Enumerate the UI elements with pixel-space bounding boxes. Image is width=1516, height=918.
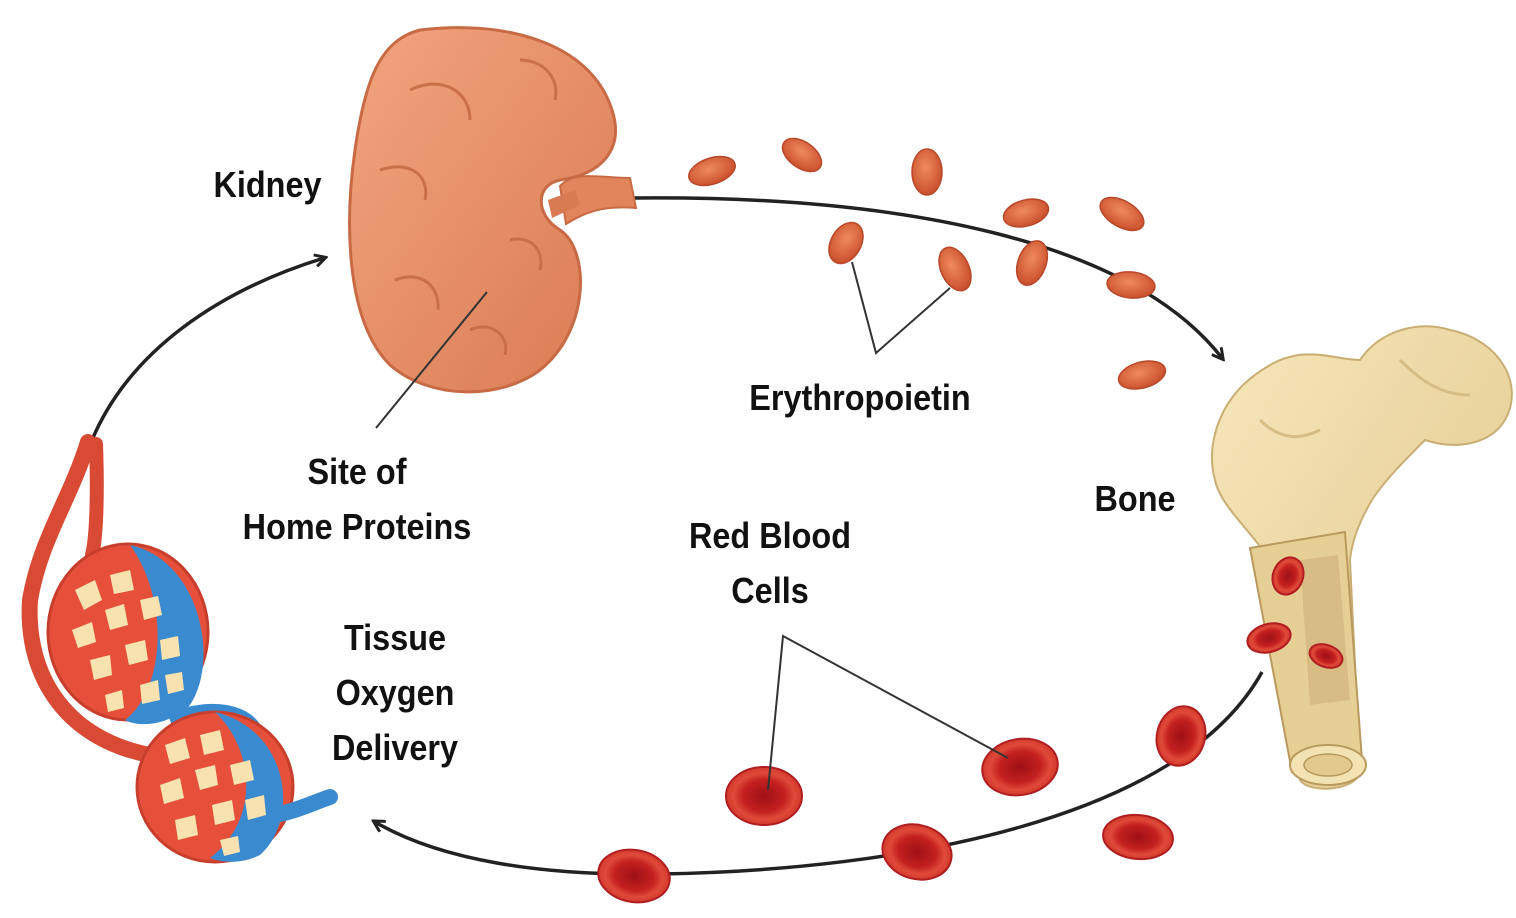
erythropoietin-pointer-lines [852, 262, 950, 353]
erythropoietin-label: Erythropoietin [739, 370, 982, 425]
bone-label: Bone [1086, 471, 1185, 526]
tissue-label-line1: Tissue [314, 610, 476, 665]
kidney-illustration [350, 28, 636, 392]
red-blood-cells-label: Red Blood Cells [676, 508, 865, 618]
bone-label-text: Bone [1086, 471, 1185, 526]
rbc-label-line1: Red Blood [676, 508, 865, 563]
bone-illustration [1212, 326, 1512, 788]
erythropoietin-label-text: Erythropoietin [739, 370, 982, 425]
tissue-label-line3: Delivery [314, 720, 476, 775]
kidney-label: Kidney [211, 157, 324, 212]
arrow-tissue-to-kidney [92, 258, 324, 440]
tissue-oxygen-delivery-label: Tissue Oxygen Delivery [314, 610, 476, 775]
erythropoietin-molecules [685, 132, 1168, 394]
kidney-label-text: Kidney [211, 157, 324, 212]
rbc-pointer-lines [768, 636, 1008, 790]
tissue-label-line2: Oxygen [314, 665, 476, 720]
site-label-line2: Home Proteins [227, 499, 488, 554]
rbc-label-line2: Cells [676, 563, 865, 618]
site-label-line1: Site of [227, 444, 488, 499]
site-of-home-proteins-label: Site of Home Proteins [227, 444, 488, 554]
